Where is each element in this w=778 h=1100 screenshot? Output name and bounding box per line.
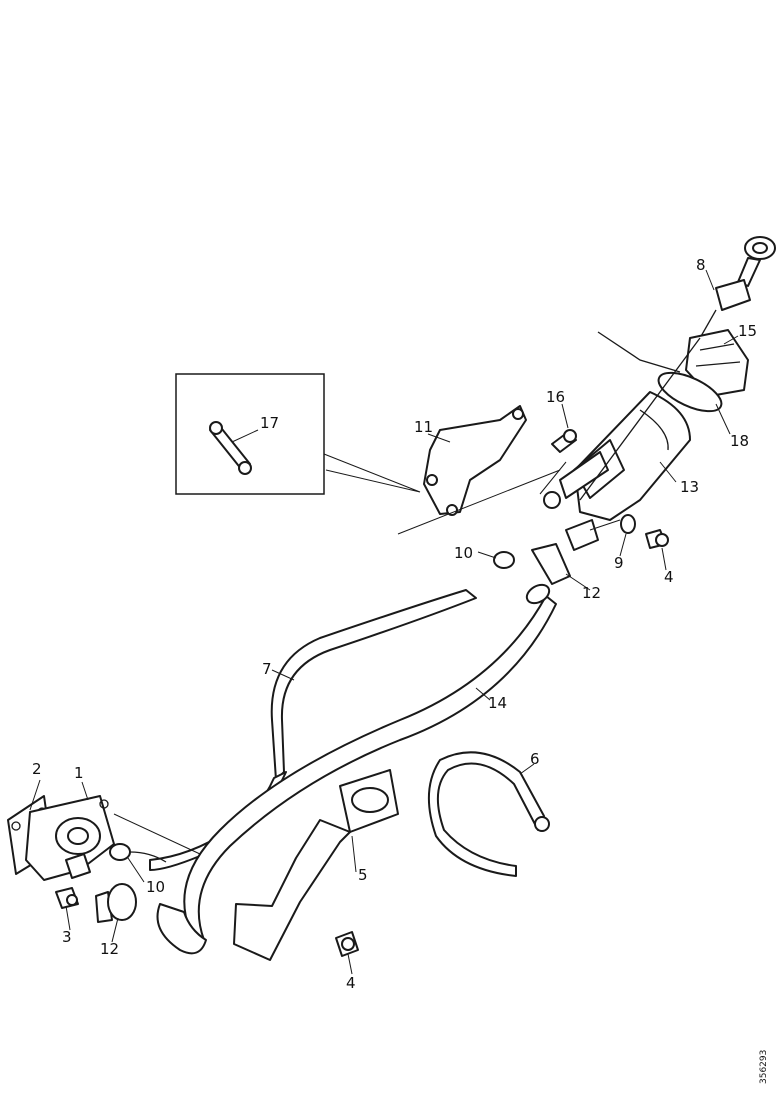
dipstick-rod [579, 337, 701, 501]
label-14: 14 [488, 694, 507, 712]
label-10-upper: 10 [454, 544, 473, 562]
label-15: 15 [738, 322, 757, 340]
part-12-clamp-lower [95, 883, 137, 923]
part-8-dipstick-handle [699, 236, 776, 339]
label-13: 13 [680, 478, 699, 496]
assembly-lines [113, 461, 621, 855]
part-11-bracket [397, 405, 561, 535]
label-5: 5 [358, 866, 368, 884]
part-12-clamp-upper [531, 543, 571, 585]
label-6: 6 [530, 750, 540, 768]
part-1-housing [25, 795, 115, 881]
part-9-washer [620, 514, 636, 534]
label-4-upper: 4 [664, 568, 674, 586]
label-11: 11 [414, 418, 433, 436]
part-17-strap [209, 421, 252, 475]
cable [597, 331, 681, 373]
part-5-pipe-bracket [233, 769, 399, 961]
part-13-filler-tube [543, 391, 691, 551]
part-4-bolt-upper [645, 529, 669, 549]
label-12-lower: 12 [100, 940, 119, 958]
label-18: 18 [730, 432, 749, 450]
label-17: 17 [260, 414, 279, 432]
part-14-main-hose [156, 583, 557, 955]
document-id: 356293 [759, 1050, 769, 1084]
detail-inset [175, 373, 325, 495]
label-9: 9 [614, 554, 624, 572]
label-8: 8 [696, 256, 706, 274]
part-7-hose [149, 589, 477, 871]
label-3: 3 [62, 928, 72, 946]
part-labels: 1 2 3 4 4 5 6 7 8 9 10 10 11 12 12 13 14… [32, 256, 757, 992]
label-10-lower: 10 [146, 878, 165, 896]
leader-lines [29, 269, 739, 975]
part-10-clamp-lower [109, 843, 167, 863]
part-4-bolt-lower [335, 931, 359, 957]
label-12-upper: 12 [582, 584, 601, 602]
part-18-grommet [657, 371, 723, 413]
label-4-lower: 4 [346, 974, 356, 992]
label-7: 7 [262, 660, 272, 678]
label-1: 1 [74, 764, 84, 782]
part-3-bolt [55, 887, 79, 909]
label-2: 2 [32, 760, 42, 778]
part-15-clip [685, 329, 749, 397]
label-16: 16 [546, 388, 565, 406]
inset-callout-wedge [323, 453, 421, 493]
part-16-bolt [551, 429, 577, 453]
part-6-strap [427, 751, 550, 877]
part-10-clamp-upper [493, 551, 515, 569]
